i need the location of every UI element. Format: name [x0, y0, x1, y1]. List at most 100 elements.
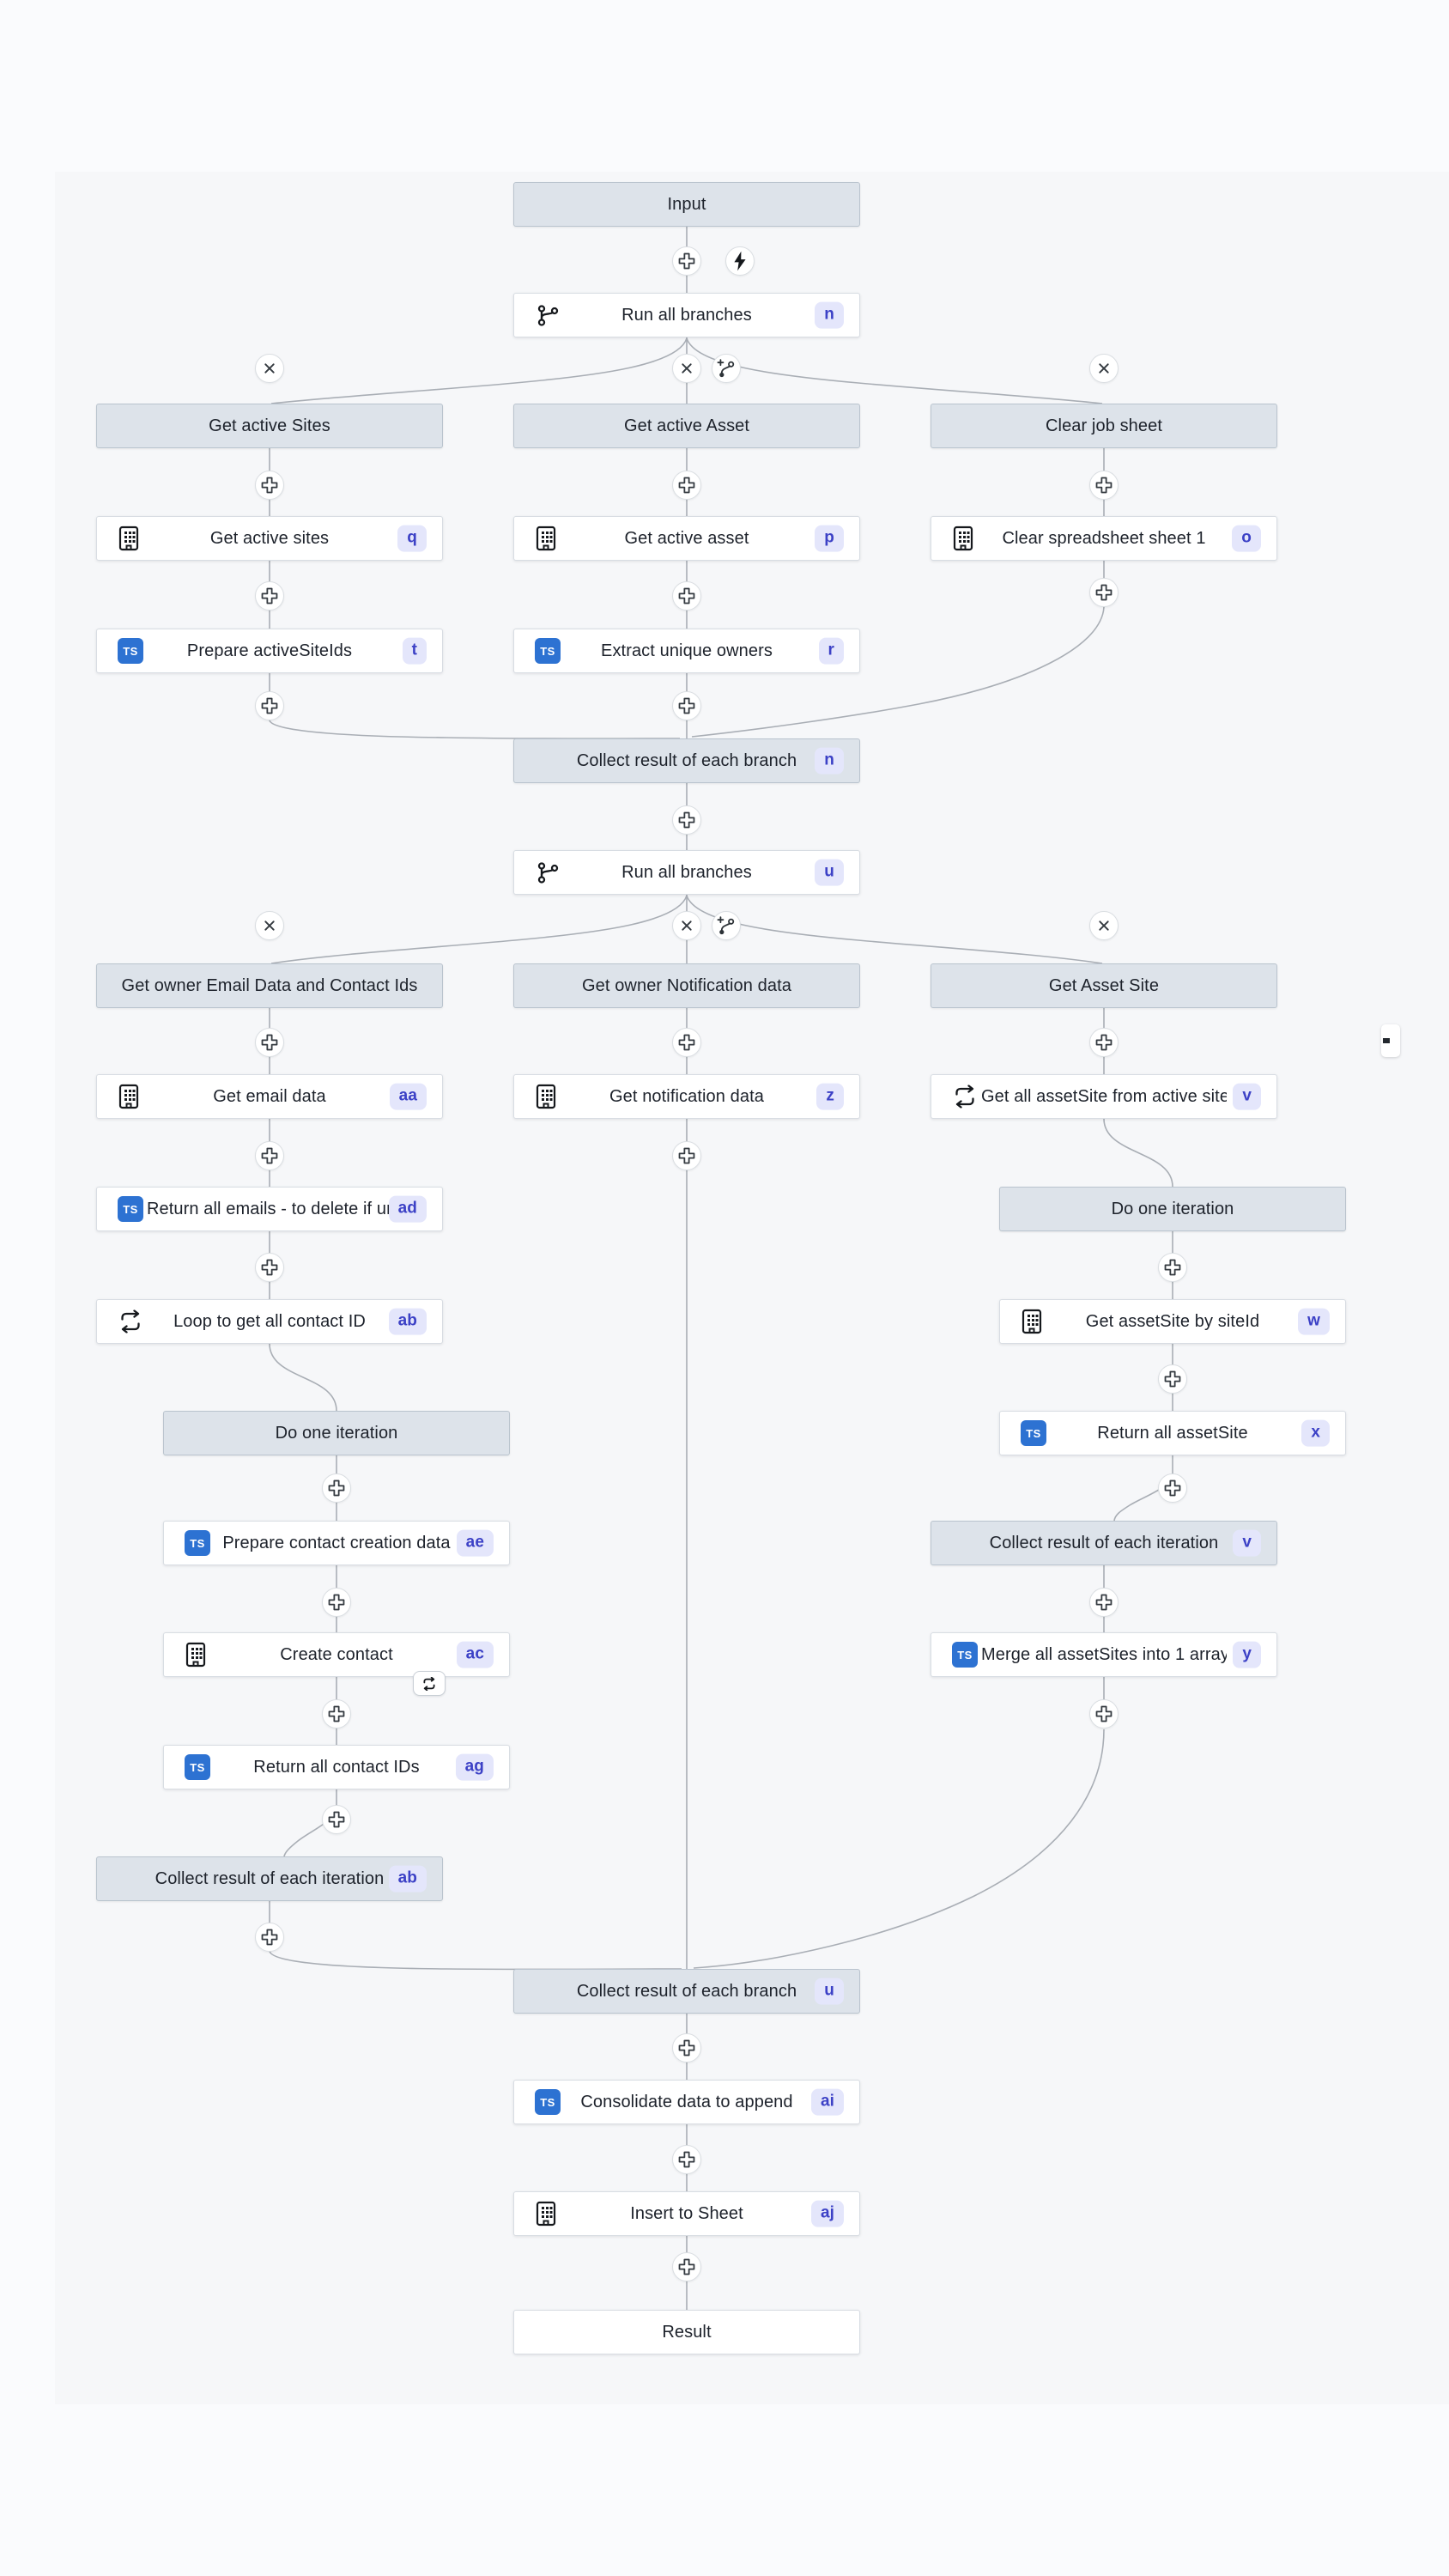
x-icon[interactable]	[255, 911, 284, 940]
node-label: Return all assetSite	[1097, 1423, 1248, 1443]
ts-code-icon: TS	[118, 638, 143, 664]
resource-query-icon	[535, 1084, 557, 1109]
plus-connector-icon[interactable]	[1089, 578, 1119, 607]
node-label: Clear job sheet	[1045, 416, 1163, 435]
plus-connector-icon[interactable]	[672, 246, 701, 276]
node-clear-spreadsheet-sheet-1[interactable]: Clear spreadsheet sheet 1 o	[931, 516, 1277, 561]
node-label: Get active sites	[209, 528, 330, 548]
x-icon[interactable]	[1089, 911, 1119, 940]
plus-connector-icon[interactable]	[672, 471, 701, 500]
node-get-notification-data[interactable]: Get notification data z	[513, 1074, 860, 1119]
plus-connector-icon[interactable]	[322, 1588, 351, 1617]
ts-code-icon: TS	[185, 1754, 210, 1780]
node-return-all-emails[interactable]: TS Return all emails - to delete if unus…	[96, 1187, 443, 1231]
node-badge: q	[397, 525, 427, 552]
node-run-all-branches-n[interactable]: Run all branches n	[513, 293, 860, 337]
plus-connector-icon[interactable]	[672, 2145, 701, 2174]
node-label: Get assetSite by siteId	[1085, 1311, 1260, 1331]
resource-query-icon	[1021, 1309, 1043, 1334]
node-badge: p	[815, 525, 844, 552]
plus-connector-icon[interactable]	[1158, 1253, 1187, 1282]
node-return-all-assetsite[interactable]: TS Return all assetSite x	[999, 1411, 1346, 1455]
ts-code-icon: TS	[952, 1642, 978, 1668]
node-label: Return all contact IDs	[253, 1757, 420, 1777]
plus-connector-icon[interactable]	[672, 1028, 701, 1057]
plus-connector-icon[interactable]	[255, 1141, 284, 1170]
plus-connector-icon[interactable]	[322, 1699, 351, 1728]
branch-header-get-owner-email-data[interactable]: Get owner Email Data and Contact Ids	[96, 963, 443, 1008]
add-branch-icon[interactable]	[712, 354, 741, 383]
node-merge-all-assetsites[interactable]: TS Merge all assetSites into 1 array y	[931, 1632, 1277, 1677]
node-label: Get notification data	[609, 1086, 764, 1106]
node-get-all-assetsite-active-sites[interactable]: Get all assetSite from active sites only…	[931, 1074, 1277, 1119]
plus-connector-icon[interactable]	[1089, 1028, 1119, 1057]
node-collect-result-branch-n[interactable]: Collect result of each branch n	[513, 738, 860, 783]
node-label: Get Asset Site	[1048, 975, 1160, 995]
node-label: Get owner Notification data	[582, 975, 791, 995]
branch-header-get-active-asset[interactable]: Get active Asset	[513, 404, 860, 448]
x-icon[interactable]	[255, 354, 284, 383]
branch-header-get-owner-notification-data[interactable]: Get owner Notification data	[513, 963, 860, 1008]
node-badge: u	[815, 1978, 844, 2005]
node-get-email-data[interactable]: Get email data aa	[96, 1074, 443, 1119]
plus-connector-icon[interactable]	[255, 581, 284, 611]
plus-connector-icon[interactable]	[1089, 471, 1119, 500]
plus-connector-icon[interactable]	[672, 2033, 701, 2063]
node-prepare-contact-creation-data[interactable]: TS Prepare contact creation data ae	[163, 1521, 510, 1565]
plus-connector-icon[interactable]	[255, 1028, 284, 1057]
node-get-active-asset[interactable]: Get active asset p	[513, 516, 860, 561]
plus-connector-icon[interactable]	[1158, 1473, 1187, 1503]
node-label: Get active Sites	[209, 416, 330, 435]
node-collect-result-iteration-v[interactable]: Collect result of each iteration v	[931, 1521, 1277, 1565]
node-extract-unique-owners[interactable]: TS Extract unique owners r	[513, 629, 860, 673]
node-return-all-contact-ids[interactable]: TS Return all contact IDs ag	[163, 1745, 510, 1789]
node-get-active-sites[interactable]: Get active sites q	[96, 516, 443, 561]
branch-header-get-active-sites[interactable]: Get active Sites	[96, 404, 443, 448]
node-collect-result-branch-u[interactable]: Collect result of each branch u	[513, 1969, 860, 2014]
plus-connector-icon[interactable]	[672, 805, 701, 835]
plus-connector-icon[interactable]	[255, 1923, 284, 1952]
plus-connector-icon[interactable]	[322, 1805, 351, 1834]
canvas-edge-widget[interactable]	[1381, 1024, 1400, 1057]
retry-loop-chip[interactable]	[413, 1671, 446, 1696]
plus-connector-icon[interactable]	[322, 1473, 351, 1503]
node-badge: n	[815, 747, 844, 775]
x-icon[interactable]	[672, 354, 701, 383]
plus-connector-icon[interactable]	[255, 691, 284, 720]
node-label: Do one iteration	[275, 1423, 398, 1443]
branch-header-clear-job-sheet[interactable]: Clear job sheet	[931, 404, 1277, 448]
plus-connector-icon[interactable]	[1089, 1588, 1119, 1617]
node-get-assetsite-by-siteid[interactable]: Get assetSite by siteId w	[999, 1299, 1346, 1344]
plus-connector-icon[interactable]	[672, 1141, 701, 1170]
node-input[interactable]: Input	[513, 182, 860, 227]
x-icon[interactable]	[1089, 354, 1119, 383]
node-consolidate-data-to-append[interactable]: TS Consolidate data to append ai	[513, 2080, 860, 2124]
plus-connector-icon[interactable]	[255, 1253, 284, 1282]
node-label: Merge all assetSites into 1 array	[981, 1644, 1227, 1664]
plus-connector-icon[interactable]	[672, 2252, 701, 2281]
node-badge: v	[1233, 1083, 1261, 1110]
branch-header-get-asset-site[interactable]: Get Asset Site	[931, 963, 1277, 1008]
x-icon[interactable]	[672, 911, 701, 940]
node-run-all-branches-u[interactable]: Run all branches u	[513, 850, 860, 895]
loop-icon	[118, 1309, 143, 1334]
plus-connector-icon[interactable]	[255, 471, 284, 500]
node-insert-to-sheet[interactable]: Insert to Sheet aj	[513, 2191, 860, 2236]
plus-connector-icon[interactable]	[672, 581, 701, 611]
node-badge: aj	[810, 2200, 844, 2227]
ts-code-icon: TS	[1021, 1420, 1046, 1446]
iteration-header-left[interactable]: Do one iteration	[163, 1411, 510, 1455]
node-label: Create contact	[280, 1644, 393, 1664]
edge-widget-glyph	[1383, 1038, 1390, 1043]
lightning-icon[interactable]	[725, 246, 755, 276]
node-create-contact[interactable]: Create contact ac	[163, 1632, 510, 1677]
iteration-header-right[interactable]: Do one iteration	[999, 1187, 1346, 1231]
add-branch-icon[interactable]	[712, 911, 741, 940]
plus-connector-icon[interactable]	[1158, 1364, 1187, 1394]
node-prepare-activesiteids[interactable]: TS Prepare activeSiteIds t	[96, 629, 443, 673]
node-result[interactable]: Result	[513, 2310, 860, 2354]
plus-connector-icon[interactable]	[1089, 1699, 1119, 1728]
node-collect-result-iteration-ab[interactable]: Collect result of each iteration ab	[96, 1856, 443, 1901]
node-loop-get-all-contact-id[interactable]: Loop to get all contact ID ab	[96, 1299, 443, 1344]
plus-connector-icon[interactable]	[672, 691, 701, 720]
